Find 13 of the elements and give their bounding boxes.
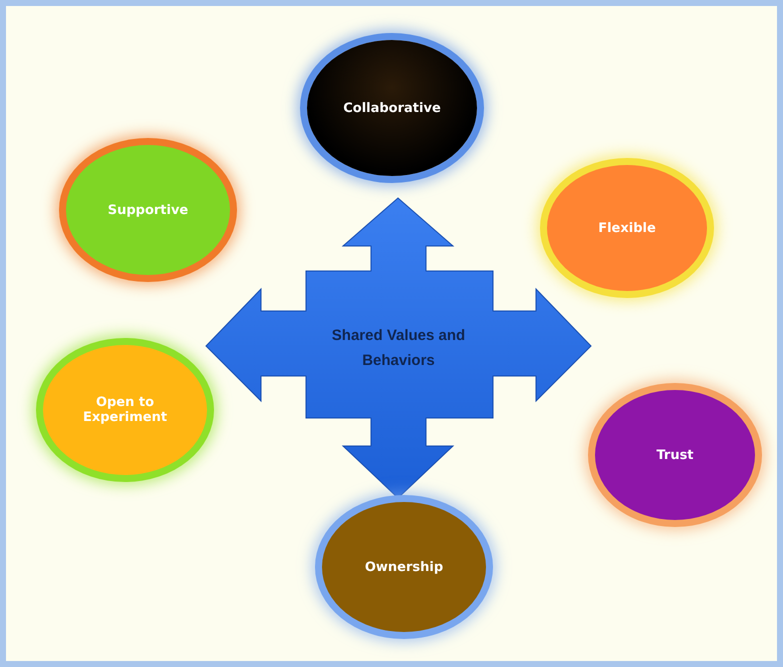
node-label: Ownership <box>364 560 444 574</box>
ellipse-node <box>595 390 755 520</box>
node-label: Collaborative <box>342 100 442 116</box>
ellipse-node <box>66 145 230 275</box>
center-label: Shared Values and Behaviors <box>330 326 466 371</box>
node-label: Open to Experiment <box>82 395 168 425</box>
node-label: Trust <box>655 448 695 462</box>
ellipse-node <box>307 40 477 176</box>
node-label: Flexible <box>597 220 657 236</box>
ellipse-node <box>547 165 707 291</box>
ellipse-node <box>43 345 207 475</box>
node-label: Supportive <box>106 202 190 218</box>
ellipse-node <box>322 502 486 632</box>
